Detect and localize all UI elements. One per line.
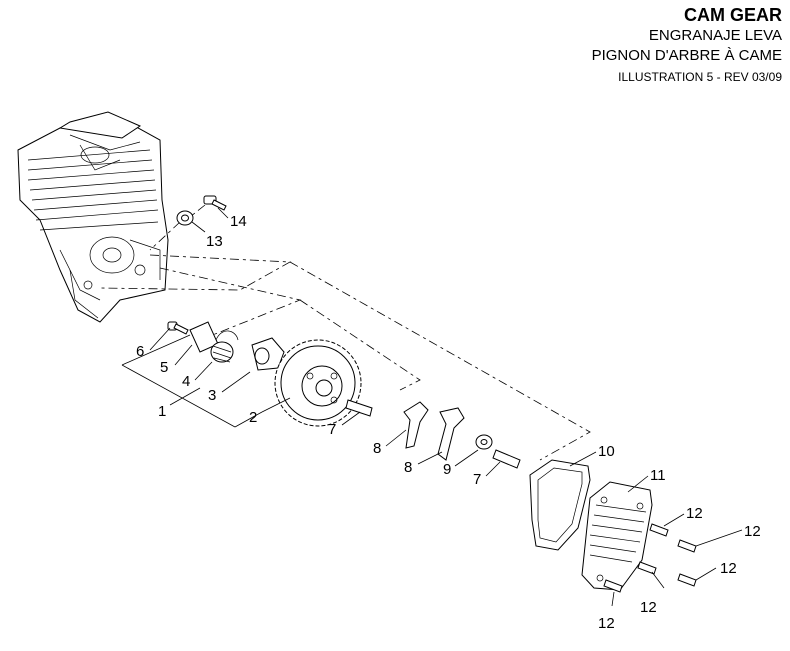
callout-13: 13	[206, 233, 223, 250]
callout-12-e: 12	[598, 615, 615, 632]
callout-1: 1	[158, 403, 166, 420]
subtitle-french: PIGNON D'ARBRE À CAME	[591, 47, 782, 64]
callout-12-b: 12	[744, 523, 761, 540]
callout-12-d: 12	[640, 599, 657, 616]
part-10-gasket	[529, 459, 591, 551]
callout-2: 2	[249, 409, 257, 426]
callout-5: 5	[160, 359, 168, 376]
part-12-bolt	[677, 539, 697, 553]
part-9-washer	[475, 434, 493, 450]
part-4-spring	[210, 330, 239, 363]
part-8-rocker-arm-right	[437, 407, 465, 461]
callout-3: 3	[208, 387, 216, 404]
part-14-bolt	[203, 195, 227, 211]
subtitle-spanish: ENGRANAJE LEVA	[648, 27, 782, 44]
callout-8-left: 8	[373, 440, 381, 457]
part-8-rocker-arm-left	[403, 401, 429, 449]
assembly-lines	[99, 204, 591, 461]
callout-12-c: 12	[720, 560, 737, 577]
part-12-bolt	[649, 523, 669, 537]
part-13-washer	[176, 210, 194, 226]
callout-9: 9	[443, 461, 451, 478]
callout-8-right: 8	[404, 459, 412, 476]
part-3-cam-hub	[251, 337, 285, 371]
subassembly-bracket	[121, 334, 263, 428]
part-7-pin-upper	[345, 399, 373, 417]
part-2-cam-gear	[274, 339, 362, 427]
callout-12-a: 12	[686, 505, 703, 522]
part-12-bolt	[637, 561, 657, 575]
part-6-screw	[167, 321, 189, 335]
callout-4: 4	[182, 373, 190, 390]
callout-11: 11	[650, 467, 666, 484]
callout-7-lower: 7	[473, 471, 481, 488]
part-7-pin-lower	[492, 449, 521, 469]
engine-block	[17, 111, 169, 323]
part-11-cover	[581, 481, 653, 591]
leader-lines	[149, 207, 743, 607]
illustration-revision: ILLUSTRATION 5 - REV 03/09	[618, 70, 782, 84]
callout-6: 6	[136, 343, 144, 360]
part-12-bolt	[677, 573, 697, 587]
callout-10: 10	[598, 443, 615, 460]
callout-14: 14	[230, 213, 247, 230]
part-12-bolt	[603, 579, 623, 593]
page-title: CAM GEAR	[684, 5, 782, 25]
title-block: CAM GEAR ENGRANAJE LEVA PIGNON D'ARBRE À…	[592, 4, 782, 86]
callout-7-upper: 7	[328, 421, 336, 438]
